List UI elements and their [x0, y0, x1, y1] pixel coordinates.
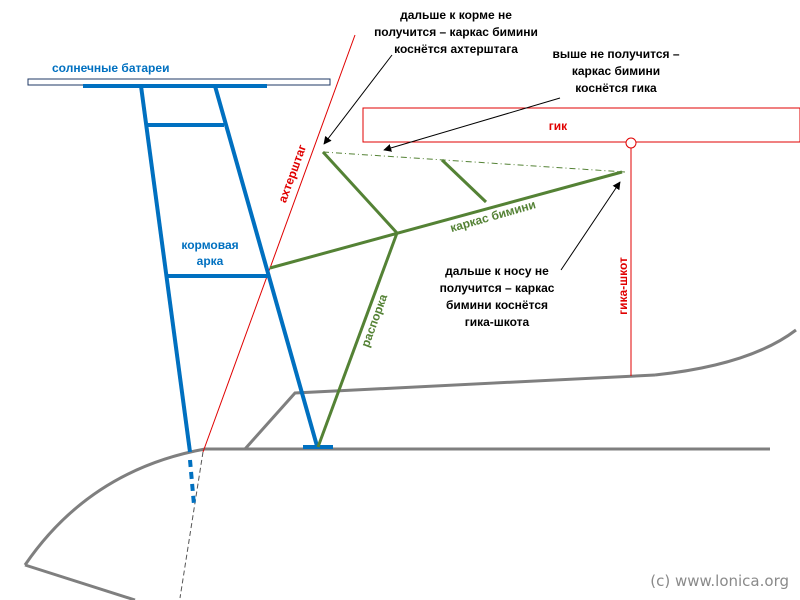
- arch-leg-aft: [139, 85, 192, 453]
- cabin-top-curve: [654, 328, 797, 377]
- watermark: (c) www.lonica.org: [650, 572, 789, 590]
- arrow-stern: [323, 54, 393, 145]
- arch-leg-fwd: [213, 85, 319, 447]
- arrow-up: [383, 97, 561, 152]
- note-stern: дальше к корме не получится – каркас бим…: [374, 8, 538, 56]
- svg-text:получится – каркас: получится – каркас: [440, 281, 555, 295]
- bimini-frame: [269, 150, 623, 448]
- strut-line: [316, 232, 399, 448]
- boom-label: гик: [549, 119, 568, 133]
- mainsheet-label: гика-шкот: [616, 257, 630, 315]
- svg-text:получится – каркас бимини: получится – каркас бимини: [374, 25, 538, 39]
- svg-text:дальше к носу не: дальше к носу не: [445, 264, 549, 278]
- svg-text:выше не получится –: выше не получится –: [552, 47, 679, 61]
- svg-text:коснётся гика: коснётся гика: [575, 81, 657, 95]
- bimini-fwd-bow: [440, 158, 488, 204]
- bimini-main-bow: [269, 170, 623, 270]
- arch-label-1: кормовая: [181, 238, 238, 252]
- note-bow: дальше к носу не получится – каркас бими…: [440, 264, 555, 329]
- svg-text:коснётся ахтерштага: коснётся ахтерштага: [394, 42, 518, 56]
- boom: [362, 107, 800, 143]
- arch-leg-aft-below: [188, 459, 196, 506]
- arrow-bow: [560, 181, 621, 271]
- svg-text:дальше к корме не: дальше к корме не: [400, 8, 512, 22]
- arch-label-2: арка: [197, 254, 224, 268]
- bimini-cover-line: [322, 151, 626, 173]
- hull: [23, 328, 797, 600]
- hull-stern-curve: [23, 447, 206, 566]
- strut-label: распорка: [358, 292, 390, 349]
- svg-text:каркас бимини: каркас бимини: [572, 64, 660, 78]
- boom-sheet-block: [625, 137, 637, 149]
- backstay-line: [202, 34, 356, 453]
- transom-line: [24, 563, 136, 600]
- cockpit-coaming: [243, 373, 656, 450]
- solar-label: солнечные батареи: [52, 61, 169, 75]
- backstay-extension: [179, 451, 204, 599]
- svg-text:бимини коснётся: бимини коснётся: [446, 298, 548, 312]
- bimini-aft-bow: [321, 150, 399, 235]
- note-up: выше не получится – каркас бимини коснёт…: [552, 47, 679, 95]
- svg-text:гика-шкота: гика-шкота: [465, 315, 530, 329]
